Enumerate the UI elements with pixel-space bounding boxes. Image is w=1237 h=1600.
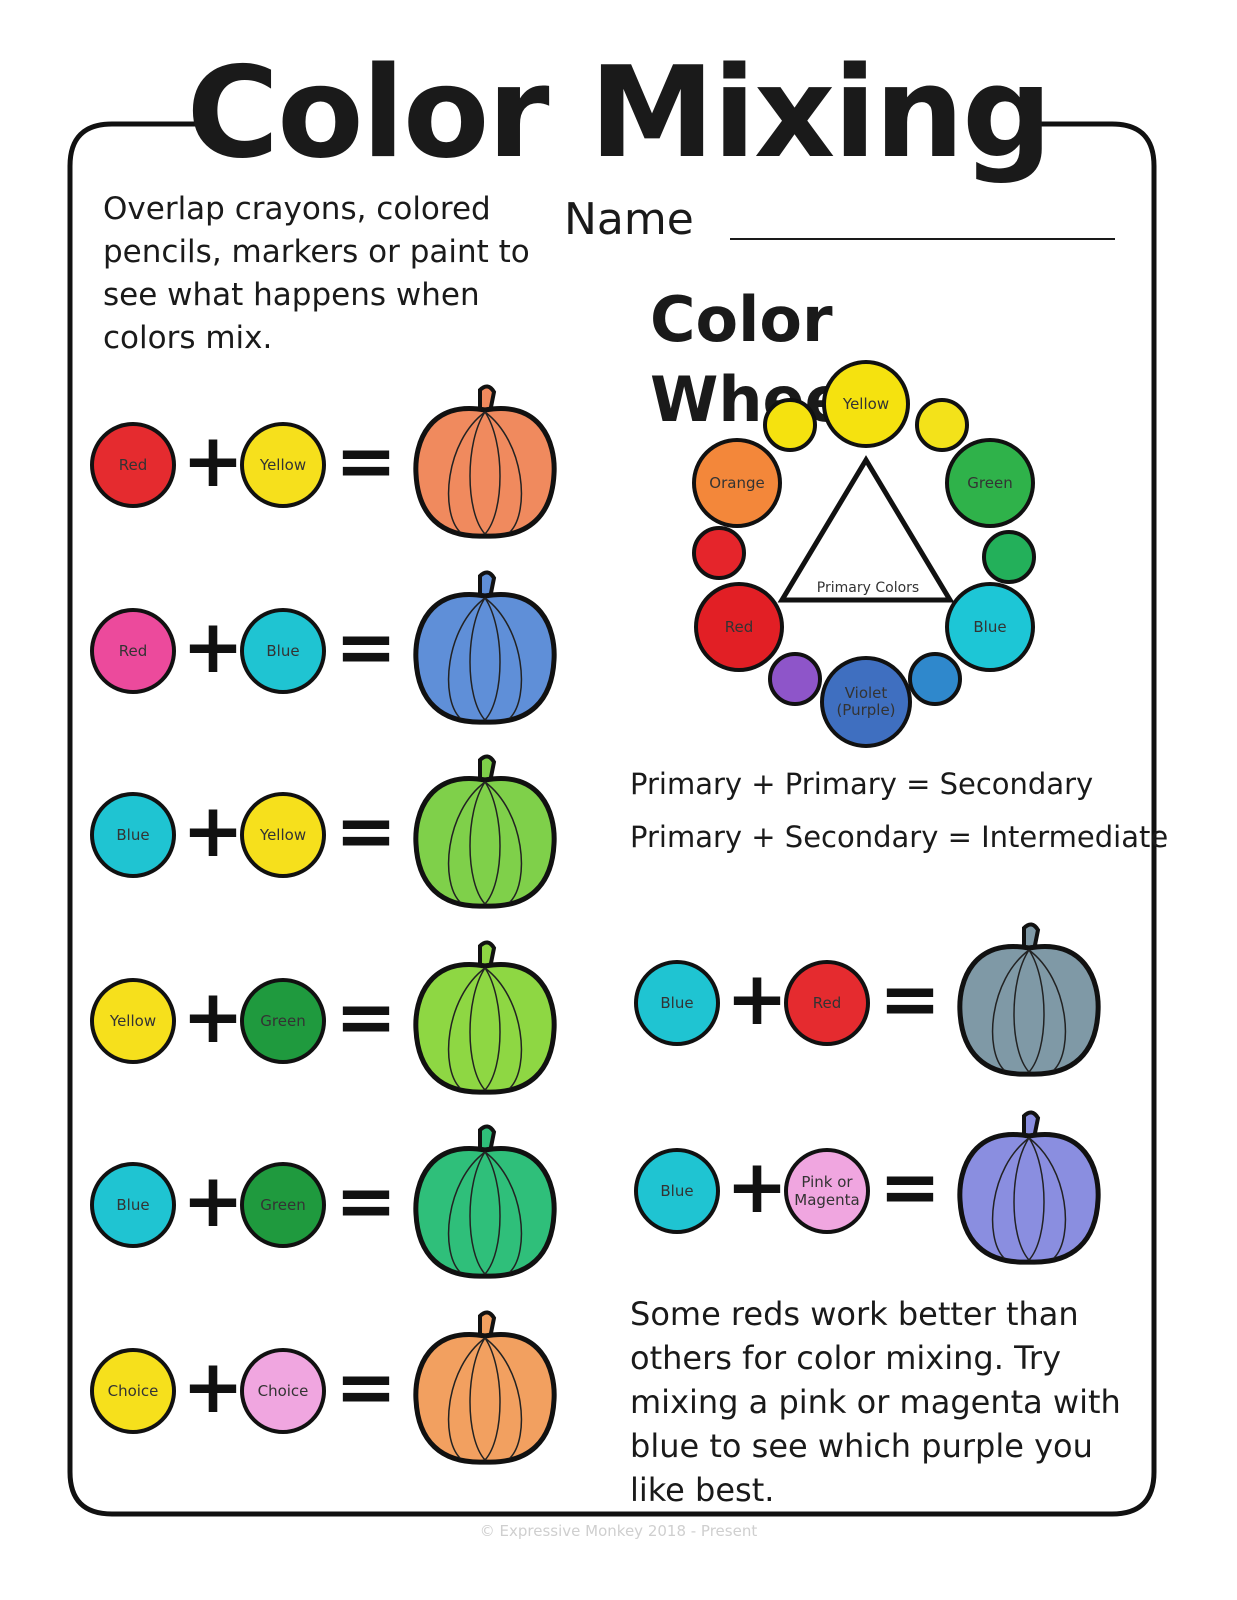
- plus-sign: +: [182, 788, 245, 874]
- primary-triangle: [777, 455, 955, 603]
- equals-sign: =: [879, 956, 942, 1042]
- formula-primary-primary: Primary + Primary = Secondary: [630, 767, 1094, 801]
- name-line[interactable]: [730, 238, 1115, 240]
- wheel-label-violet: Violet (Purple): [836, 684, 896, 719]
- left-mix-row: Red + Yellow =: [90, 382, 650, 552]
- color-b-label: Yellow: [259, 456, 307, 474]
- pumpkin-icon: [413, 940, 557, 1095]
- equals-sign: =: [335, 974, 398, 1060]
- wheel-yellow-green: [915, 398, 969, 452]
- wheel-violet: Violet (Purple): [820, 656, 912, 748]
- wheel-blue-green: [982, 530, 1036, 584]
- color-b-circle[interactable]: Yellow: [240, 422, 326, 508]
- wheel-red: Red: [694, 582, 784, 672]
- primary-colors-label: Primary Colors: [816, 580, 920, 596]
- plus-sign: +: [182, 1344, 245, 1430]
- color-a-circle[interactable]: Blue: [90, 1162, 176, 1248]
- color-b-circle[interactable]: Red: [784, 960, 870, 1046]
- color-a-label: Blue: [116, 1196, 150, 1214]
- color-b-circle[interactable]: Green: [240, 1162, 326, 1248]
- color-a-circle[interactable]: Blue: [634, 960, 720, 1046]
- wheel-blue: Blue: [945, 582, 1035, 672]
- color-a-label: Blue: [660, 1182, 694, 1200]
- page-title: Color Mixing: [186, 39, 1053, 186]
- equals-sign: =: [335, 418, 398, 504]
- color-a-label: Blue: [660, 994, 694, 1012]
- pumpkin-icon: [413, 384, 557, 539]
- plus-sign: +: [726, 956, 789, 1042]
- color-b-circle[interactable]: Yellow: [240, 792, 326, 878]
- pumpkin-icon: [957, 922, 1101, 1077]
- left-mix-row: Blue + Green =: [90, 1122, 650, 1292]
- color-a-label: Blue: [116, 826, 150, 844]
- color-b-label: Red: [812, 994, 842, 1012]
- color-b-label: Choice: [257, 1382, 309, 1400]
- pumpkin-icon: [413, 570, 557, 725]
- wheel-label-blue: Blue: [973, 617, 1007, 636]
- color-b-label: Yellow: [259, 826, 307, 844]
- equals-sign: =: [335, 604, 398, 690]
- intro-text: Overlap crayons, colored pencils, marker…: [103, 191, 530, 356]
- left-mix-row: Red + Blue =: [90, 568, 650, 738]
- color-b-circle[interactable]: Choice: [240, 1348, 326, 1434]
- name-label: Name: [564, 194, 694, 245]
- wheel-yellow: Yellow: [822, 360, 910, 448]
- equals-sign: =: [335, 788, 398, 874]
- color-a-circle[interactable]: Blue: [634, 1148, 720, 1234]
- right-mix-row: Blue + Red =: [634, 920, 1194, 1090]
- wheel-label-green: Green: [967, 473, 1013, 492]
- color-b-label: Green: [260, 1196, 306, 1214]
- wheel-label-yellow: Yellow: [842, 394, 890, 413]
- pumpkin-icon: [413, 1124, 557, 1279]
- copyright: © Expressive Monkey 2018 - Present: [479, 1522, 758, 1540]
- color-b-label: Blue: [266, 642, 300, 660]
- color-b-label: Pink or Magenta: [794, 1173, 860, 1209]
- wheel-yellow-orange: [763, 398, 817, 452]
- color-a-circle[interactable]: Choice: [90, 1348, 176, 1434]
- pumpkin-icon: [413, 1310, 557, 1465]
- right-mix-row: Blue +Pink or Magenta =: [634, 1108, 1194, 1278]
- plus-sign: +: [182, 604, 245, 690]
- wheel-red-orange: [692, 526, 746, 580]
- equals-sign: =: [879, 1144, 942, 1230]
- color-a-circle[interactable]: Red: [90, 422, 176, 508]
- color-a-circle[interactable]: Red: [90, 608, 176, 694]
- color-b-circle[interactable]: Green: [240, 978, 326, 1064]
- pumpkin-icon: [957, 1110, 1101, 1265]
- color-a-label: Yellow: [109, 1012, 157, 1030]
- left-mix-row: Yellow + Green =: [90, 938, 650, 1108]
- mixing-note: Some reds work better than others for co…: [630, 1295, 1121, 1509]
- formula-primary-secondary: Primary + Secondary = Intermediate: [630, 820, 1169, 854]
- color-b-circle[interactable]: Pink or Magenta: [784, 1148, 870, 1234]
- color-a-circle[interactable]: Blue: [90, 792, 176, 878]
- color-a-label: Choice: [107, 1382, 159, 1400]
- left-mix-row: Choice + Choice =: [90, 1308, 650, 1478]
- color-b-label: Green: [260, 1012, 306, 1030]
- wheel-blue-violet: [908, 652, 962, 706]
- wheel-green: Green: [945, 438, 1035, 528]
- plus-sign: +: [182, 418, 245, 504]
- color-b-circle[interactable]: Blue: [240, 608, 326, 694]
- pumpkin-icon: [413, 754, 557, 909]
- plus-sign: +: [182, 1158, 245, 1244]
- color-wheel: Primary Colors Yellow Green Blue Violet …: [680, 360, 1050, 750]
- plus-sign: +: [726, 1144, 789, 1230]
- equals-sign: =: [335, 1158, 398, 1244]
- left-mix-row: Blue + Yellow =: [90, 752, 650, 922]
- wheel-red-violet: [768, 652, 822, 706]
- color-a-circle[interactable]: Yellow: [90, 978, 176, 1064]
- wheel-label-orange: Orange: [709, 473, 765, 492]
- wheel-label-red: Red: [724, 617, 754, 636]
- equals-sign: =: [335, 1344, 398, 1430]
- wheel-orange: Orange: [692, 438, 782, 528]
- plus-sign: +: [182, 974, 245, 1060]
- color-a-label: Red: [118, 642, 148, 660]
- color-a-label: Red: [118, 456, 148, 474]
